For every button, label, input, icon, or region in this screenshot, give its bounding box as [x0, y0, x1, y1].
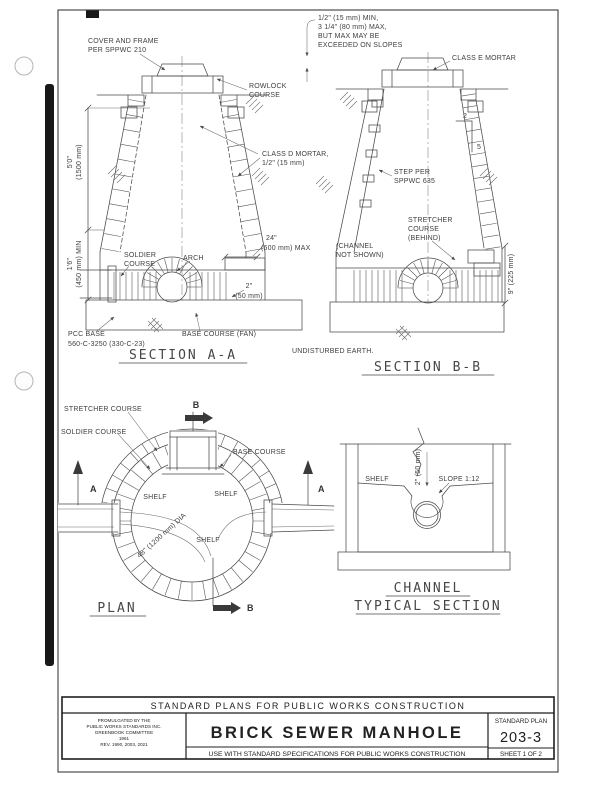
plan-drawing: STRETCHER COURSE SOLDIER COURSE BASE COU…: [57, 400, 335, 617]
label-pcc-mix: 560-C-3250 (330-C-23): [68, 341, 145, 348]
sheet-title: BRICK SEWER MANHOLE: [211, 724, 464, 742]
title-channel-line2: TYPICAL SECTION: [354, 599, 501, 614]
label-rowlock: ROWLOCK: [249, 83, 287, 90]
promulgated-note: PROMULGATED BY THE: [98, 718, 151, 723]
title-block: STANDARD PLANS FOR PUBLIC WORKS CONSTRUC…: [61, 696, 555, 760]
label-cover-frame: PER SPPWC 210: [88, 47, 146, 54]
promulgated-note: REV. 1990, 2003, 2021: [100, 742, 148, 747]
label-channel-not-shown: NOT SHOWN): [336, 252, 384, 259]
title-section-bb: SECTION B-B: [374, 360, 482, 375]
label-class-d-mortar: CLASS D MORTAR,: [262, 151, 329, 158]
use-note: USE WITH STANDARD SPECIFICATIONS FOR PUB…: [209, 751, 466, 758]
slope-ratio-rise: 2: [463, 113, 467, 120]
binding-strip: [45, 84, 54, 666]
label-stretcher-course: STRETCHER: [408, 217, 453, 224]
label-arch: ARCH: [183, 255, 204, 262]
promulgated-note: PUBLIC WORKS STANDARDS INC.: [87, 724, 162, 729]
label-base-course-fan: BASE COURSE (FAN): [182, 331, 256, 338]
label-plan-base-course: BASE COURSE: [233, 449, 286, 456]
label-soldier-course: SOLDIER: [124, 252, 156, 259]
dim-channel-depth: 2" (50 mm): [415, 449, 422, 485]
standard-plan-label: STANDARD PLAN: [495, 718, 548, 725]
sheet-border: [57, 9, 559, 773]
section-marker-a: A: [318, 484, 325, 494]
promulgated-note: 1961: [119, 736, 130, 741]
label-shelf: SHELF: [143, 494, 167, 501]
label-undisturbed-earth: UNDISTURBED EARTH.: [292, 348, 374, 355]
label-step: STEP PER: [394, 169, 430, 176]
dim-shaft-height: 1'6": [67, 257, 74, 270]
dim-2in-mm: (50 mm): [235, 293, 262, 300]
dim-shaft-height-mm: (450 mm) MIN: [76, 240, 83, 287]
note-mortar-gap: BUT MAX MAY BE: [318, 33, 380, 40]
label-step: SPPWC 635: [394, 178, 435, 185]
dim-24in: 24": [266, 235, 277, 242]
punch-hole-bottom: [14, 371, 34, 391]
title-channel-line1: CHANNEL: [394, 581, 463, 596]
slope-ratio-run: 5: [477, 144, 481, 151]
section-bb-drawing: CLASS E MORTAR 2 5 STEP PER SPPWC 635 ST…: [292, 52, 516, 376]
note-mortar-gap: 3 1/4" (80 mm) MAX,: [318, 24, 387, 31]
label-class-e-mortar: CLASS E MORTAR: [452, 55, 516, 62]
channel-section-drawing: SHELF SLOPE 1:12 2" (50 mm) CHANNEL TYPI…: [337, 427, 512, 615]
label-channel-shelf: SHELF: [365, 476, 389, 483]
label-channel-not-shown: (CHANNEL: [336, 243, 373, 250]
scan-tab: [86, 10, 99, 18]
note-mortar-gap: EXCEEDED ON SLOPES: [318, 42, 403, 49]
label-cover-frame: COVER AND FRAME: [88, 38, 159, 45]
section-marker-b: B: [193, 400, 200, 410]
label-stretcher-course: (BEHIND): [408, 235, 441, 242]
sheet-number: SHEET 1 OF 2: [500, 751, 542, 758]
dim-9in: 9" (225 mm): [508, 254, 515, 294]
label-shelf: SHELF: [196, 537, 220, 544]
label-stretcher-course: COURSE: [408, 226, 439, 233]
label-shelf: SHELF: [214, 491, 238, 498]
label-channel-slope: SLOPE 1:12: [439, 476, 480, 483]
punch-hole-top: [14, 56, 34, 76]
label-plan-soldier: SOLDIER COURSE: [61, 429, 127, 436]
section-aa-drawing: COVER AND FRAME PER SPPWC 210 1/2" (15 m…: [67, 15, 403, 364]
promulgated-note: GREENBOOK COMMITTEE: [95, 730, 153, 735]
section-marker-a: A: [90, 484, 97, 494]
label-rowlock: COURSE: [249, 92, 280, 99]
label-plan-stretcher: STRETCHER COURSE: [64, 406, 142, 413]
plan-number: 203-3: [500, 730, 542, 746]
label-pcc-base: PCC BASE: [68, 331, 105, 338]
dim-diameter: 48" (1200 mm) DIA: [136, 512, 188, 559]
label-soldier-course: COURSE: [124, 261, 155, 268]
note-mortar-gap: 1/2" (15 mm) MIN,: [318, 15, 378, 22]
label-class-d-mortar: 1/2" (15 mm): [262, 160, 305, 167]
section-marker-b: B: [247, 603, 254, 613]
title-block-banner: STANDARD PLANS FOR PUBLIC WORKS CONSTRUC…: [151, 701, 466, 711]
title-section-aa: SECTION A-A: [129, 348, 237, 363]
dim-cone-height-mm: (1500 mm): [76, 144, 83, 180]
title-plan: PLAN: [97, 601, 136, 616]
dim-24in-mm: (600 mm) MAX: [261, 245, 311, 252]
dim-cone-height: 5'0": [67, 155, 74, 168]
dim-2in: 2": [246, 283, 253, 290]
